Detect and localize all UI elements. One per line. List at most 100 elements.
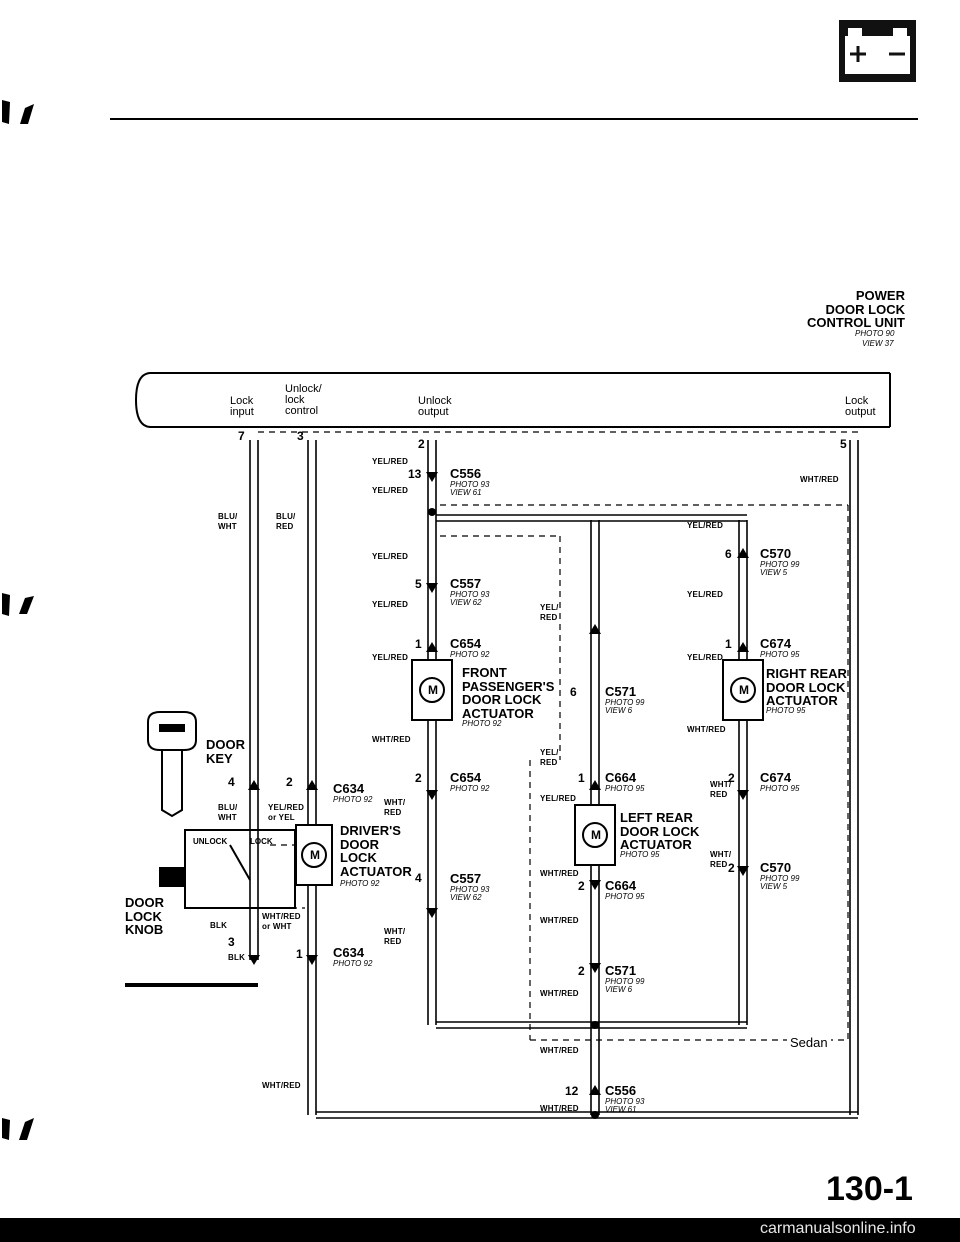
- edge-marks: [2, 100, 34, 1140]
- driver-actuator-photo: PHOTO 92: [340, 879, 380, 888]
- sedan-label: Sedan: [787, 1036, 831, 1049]
- front-passenger-actuator-photo: PHOTO 92: [462, 719, 502, 728]
- left-rear-actuator-photo: PHOTO 95: [620, 850, 660, 859]
- wire-label: WHT/RED: [540, 1046, 579, 1055]
- pin: 2: [728, 861, 735, 875]
- door-lock-switch: [125, 829, 296, 987]
- connector-c571: C571: [605, 684, 637, 699]
- pin: 1: [578, 771, 585, 785]
- connector-c557b-ref: PHOTO 93 VIEW 62: [450, 885, 490, 903]
- wire-label: YEL/RED: [372, 486, 409, 495]
- connector-c634: C634: [333, 781, 365, 796]
- bottom-band: [0, 1218, 960, 1242]
- pin: 2: [286, 775, 293, 789]
- wire-label: WHT/RED: [372, 735, 411, 744]
- driver-actuator-label: DRIVER'S DOOR LOCK ACTUATOR: [340, 823, 412, 879]
- connector-c634-ref: PHOTO 92: [333, 795, 373, 804]
- wire-label: WHT/RED: [540, 989, 579, 998]
- unlock-position-label: UNLOCK: [193, 837, 228, 846]
- wire-label: WHT/ RED: [710, 850, 732, 869]
- connector-c557b: C557: [450, 871, 482, 886]
- connector-c654b: C654: [450, 770, 482, 785]
- wire-label: YEL/RED: [687, 590, 724, 599]
- connector-c556-ref: PHOTO 93 VIEW 61: [450, 480, 490, 498]
- connector-c674b-ref: PHOTO 95: [760, 784, 800, 793]
- pin: 5: [840, 437, 847, 451]
- connector-c557-ref: PHOTO 93 VIEW 62: [450, 590, 490, 608]
- wire-label: YEL/RED: [372, 552, 409, 561]
- pin: 7: [238, 429, 245, 443]
- connector-c664b: C664: [605, 878, 637, 893]
- wire-label: YEL/RED: [687, 653, 724, 662]
- pin: 4: [228, 775, 235, 789]
- wire-label: WHT/RED: [800, 475, 839, 484]
- pin: 2: [728, 771, 735, 785]
- connector-c556b: C556: [605, 1083, 637, 1098]
- wire-label: WHT/ RED: [384, 927, 406, 946]
- lock-position-label: LOCK: [250, 837, 273, 846]
- control-unit-box: [134, 372, 891, 428]
- control-unit-view: VIEW 37: [862, 339, 894, 348]
- term-unlock-output: Unlock output: [418, 395, 452, 418]
- connector-c664b-ref: PHOTO 95: [605, 892, 645, 901]
- junction-dots: [428, 508, 599, 1119]
- pin: 3: [228, 935, 235, 949]
- right-rear-actuator-label: RIGHT REAR DOOR LOCK ACTUATOR: [766, 666, 847, 709]
- term-lock-input: Lock input: [230, 395, 254, 418]
- wire-label: WHT/RED: [540, 869, 579, 878]
- wire-label: WHT/RED or WHT: [262, 912, 301, 931]
- connector-c674-ref: PHOTO 95: [760, 650, 800, 659]
- wires: [249, 440, 859, 1119]
- wire-label: WHT/ RED: [710, 780, 732, 799]
- wire-label: WHT/RED: [540, 1104, 579, 1113]
- pin: 2: [418, 437, 425, 451]
- motor-symbol: M: [428, 683, 438, 697]
- pin: 5: [415, 577, 422, 591]
- connector-c664: C664: [605, 770, 637, 785]
- left-rear-actuator-label: LEFT REAR DOOR LOCK ACTUATOR: [620, 810, 700, 853]
- pin: 1: [725, 637, 732, 651]
- connector-c557: C557: [450, 576, 482, 591]
- connector-c674: C674: [760, 636, 792, 651]
- connector-c570b: C570: [760, 860, 792, 875]
- connector-c571b-ref: PHOTO 99 VIEW 6: [605, 977, 645, 995]
- pin: 2: [415, 771, 422, 785]
- connector-marks: [248, 472, 749, 1095]
- battery-icon: [839, 20, 916, 82]
- actuator-symbols: [295, 659, 764, 886]
- pin: 6: [725, 547, 732, 561]
- wire-label: YEL/ RED: [540, 748, 559, 767]
- connector-c634b: C634: [333, 945, 365, 960]
- pin: 13: [408, 467, 422, 481]
- wire-label: BLU/ RED: [276, 512, 296, 531]
- pin: 1: [415, 637, 422, 651]
- connector-c664-ref: PHOTO 95: [605, 784, 645, 793]
- connector-c654b-ref: PHOTO 92: [450, 784, 490, 793]
- term-lock-output: Lock output: [845, 395, 876, 418]
- connector-c556b-ref: PHOTO 93 VIEW 61: [605, 1097, 645, 1115]
- door-lock-knob-label: DOOR LOCK KNOB: [125, 895, 164, 938]
- wire-label: BLU/ WHT: [218, 512, 238, 531]
- connector-c674b: C674: [760, 770, 792, 785]
- motor-symbol: M: [310, 848, 320, 862]
- wire-label: YEL/ RED: [540, 603, 559, 622]
- wire-label: YEL/RED: [540, 794, 577, 803]
- door-key-label: DOOR KEY: [206, 737, 245, 766]
- term-unlock-lock-control: Unlock/ lock control: [285, 383, 322, 417]
- right-rear-actuator-photo: PHOTO 95: [766, 706, 806, 715]
- pin: 3: [297, 429, 304, 443]
- connector-c570: C570: [760, 546, 792, 561]
- connector-c654: C654: [450, 636, 482, 651]
- connector-c634b-ref: PHOTO 92: [333, 959, 373, 968]
- pin: 2: [578, 964, 585, 978]
- connector-c556: C556: [450, 466, 482, 481]
- wire-label: YEL/RED: [372, 457, 409, 466]
- wire-label: WHT/RED: [262, 1081, 301, 1090]
- wire-label: BLK: [228, 953, 246, 962]
- page-number: 130-1: [826, 1170, 913, 1208]
- pin: 2: [578, 879, 585, 893]
- control-unit-title: POWER DOOR LOCK CONTROL UNIT: [807, 288, 905, 331]
- wire-label: YEL/RED: [372, 653, 409, 662]
- connector-c570b-ref: PHOTO 99 VIEW 5: [760, 874, 800, 892]
